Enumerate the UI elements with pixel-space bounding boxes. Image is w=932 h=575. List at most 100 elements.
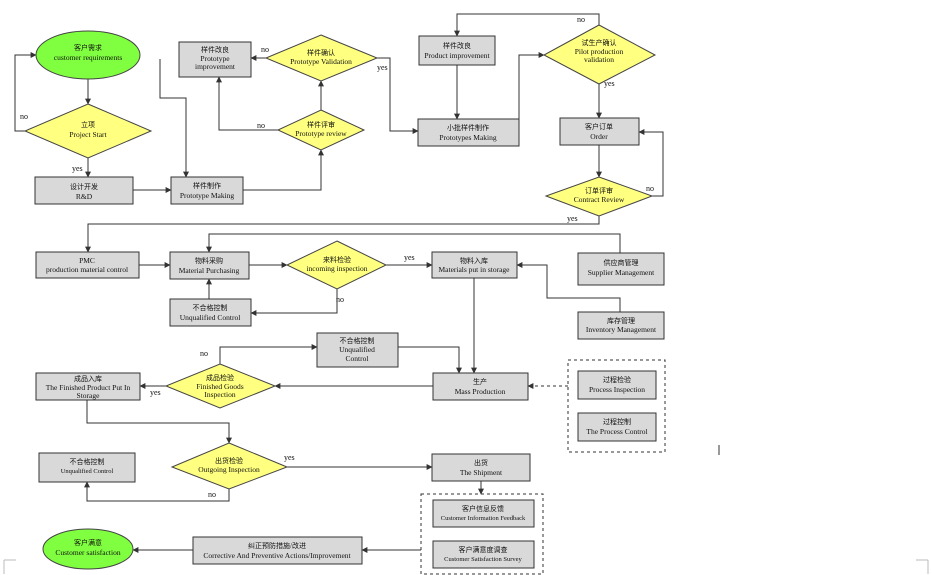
svg-text:出货检验: 出货检验 bbox=[215, 456, 243, 465]
materials-storage-box: 物料入库 Materials put in storage bbox=[431, 251, 518, 279]
svg-text:客户需求: 客户需求 bbox=[74, 43, 102, 52]
svg-text:Inspection: Inspection bbox=[204, 390, 235, 399]
svg-text:Order: Order bbox=[590, 132, 608, 141]
prototype-making-box: 样件制作 Prototype Making bbox=[170, 176, 244, 205]
svg-text:不合格控制: 不合格控制 bbox=[70, 457, 105, 466]
edge-label-yes: yes bbox=[567, 214, 578, 223]
svg-text:过程控制: 过程控制 bbox=[603, 417, 631, 426]
process-group: 过程检验 Process Inspection 过程控制 The Process… bbox=[567, 359, 666, 453]
edge-label-no: no bbox=[261, 45, 269, 54]
svg-text:过程检验: 过程检验 bbox=[603, 375, 631, 384]
pmc-box: PMC production material control bbox=[35, 251, 140, 279]
svg-text:Process Inspection: Process Inspection bbox=[589, 385, 645, 394]
order-box: 客户订单 Order bbox=[559, 117, 640, 146]
svg-text:improvement: improvement bbox=[195, 62, 236, 71]
svg-text:Prototype Validation: Prototype Validation bbox=[290, 57, 352, 66]
svg-text:Prototype: Prototype bbox=[200, 54, 230, 63]
prototype-validation-decision: 样件确认 Prototype Validation bbox=[264, 34, 379, 82]
svg-text:物料采购: 物料采购 bbox=[195, 256, 223, 265]
svg-text:Customer Satisfaction Survey: Customer Satisfaction Survey bbox=[444, 556, 522, 563]
svg-text:客户信息反馈: 客户信息反馈 bbox=[462, 504, 504, 513]
edge-label-yes: yes bbox=[72, 164, 83, 173]
edge-label-no: no bbox=[257, 121, 265, 130]
edge-label-yes: yes bbox=[404, 253, 415, 262]
svg-text:Supplier Management: Supplier Management bbox=[588, 268, 655, 277]
svg-text:立项: 立项 bbox=[81, 120, 95, 129]
edge-label-no: no bbox=[20, 112, 28, 121]
svg-text:客户满意: 客户满意 bbox=[74, 538, 102, 547]
svg-text:PMC: PMC bbox=[79, 256, 95, 265]
svg-text:不合格控制: 不合格控制 bbox=[193, 303, 228, 312]
unqualified-control-box: 不合格控制 Unqualified Control bbox=[38, 452, 136, 483]
svg-text:Outgoing Inspection: Outgoing Inspection bbox=[198, 465, 260, 474]
svg-text:Materials put in storage: Materials put in storage bbox=[438, 265, 510, 274]
svg-text:成品检验: 成品检验 bbox=[206, 373, 234, 382]
svg-text:Unqualified: Unqualified bbox=[339, 345, 375, 354]
svg-text:The Shipment: The Shipment bbox=[460, 468, 503, 477]
svg-text:Inventory Management: Inventory Management bbox=[586, 325, 657, 334]
svg-text:Prototypes Making: Prototypes Making bbox=[439, 133, 497, 142]
svg-text:样件改良: 样件改良 bbox=[443, 41, 471, 50]
svg-text:Pilot production: Pilot production bbox=[575, 47, 624, 56]
rd-box: 设计开发 R&D bbox=[34, 176, 134, 205]
unqualified-control-box: 不合格控制 Unqualified Control bbox=[169, 298, 252, 327]
edge-label-yes: yes bbox=[604, 79, 615, 88]
svg-text:The Finished Product Put In: The Finished Product Put In bbox=[46, 383, 131, 392]
svg-text:validation: validation bbox=[584, 55, 614, 64]
svg-text:Prototype Making: Prototype Making bbox=[180, 191, 235, 200]
svg-text:The Process Control: The Process Control bbox=[586, 427, 647, 436]
satisfaction-survey-box: 客户满意度调查 Customer Satisfaction Survey bbox=[432, 540, 535, 569]
svg-text:Contract Review: Contract Review bbox=[574, 195, 625, 204]
edge-label-no: no bbox=[208, 490, 216, 499]
svg-text:production material control: production material control bbox=[46, 265, 128, 274]
svg-text:客户满意度调查: 客户满意度调查 bbox=[459, 545, 508, 554]
svg-text:设计开发: 设计开发 bbox=[70, 182, 98, 191]
svg-text:生产: 生产 bbox=[473, 377, 487, 386]
svg-text:Corrective And Preventive Acti: Corrective And Preventive Actions/Improv… bbox=[203, 551, 351, 560]
svg-text:Material Purchasing: Material Purchasing bbox=[179, 266, 240, 275]
page-corner-marks bbox=[3, 445, 929, 574]
prototype-improvement-box: 样件改良 Prototype improvement bbox=[178, 41, 252, 78]
svg-text:样件评审: 样件评审 bbox=[307, 120, 335, 129]
svg-text:样件制作: 样件制作 bbox=[193, 181, 221, 190]
edge-label-no: no bbox=[200, 349, 208, 358]
prototype-review-decision: 样件评审 Prototype review bbox=[276, 109, 366, 151]
svg-text:库存管理: 库存管理 bbox=[607, 316, 635, 325]
svg-text:Project Start: Project Start bbox=[69, 130, 107, 139]
contract-review-decision: 订单评审 Contract Review bbox=[544, 176, 654, 217]
outgoing-inspection-decision: 出货检验 Outgoing Inspection bbox=[170, 442, 289, 490]
svg-text:Unqualified Control: Unqualified Control bbox=[61, 468, 114, 475]
finished-goods-inspection-decision: 成品检验 Finished Goods Inspection bbox=[164, 363, 277, 409]
mass-production-box: 生产 Mass Production bbox=[432, 372, 529, 401]
svg-text:小批样件制作: 小批样件制作 bbox=[447, 123, 489, 132]
svg-text:纠正预防措施/改进: 纠正预防措施/改进 bbox=[248, 541, 306, 550]
shipment-box: 出货 The Shipment bbox=[431, 453, 531, 482]
svg-text:客户订单: 客户订单 bbox=[585, 122, 613, 131]
customer-satisfaction-node: 客户满意 Customer satisfaction bbox=[42, 528, 134, 570]
process-control-box: 过程控制 The Process Control bbox=[577, 412, 657, 442]
material-purchasing-box: 物料采购 Material Purchasing bbox=[169, 251, 250, 280]
svg-text:Customer Information Feedback: Customer Information Feedback bbox=[441, 515, 526, 522]
connectors bbox=[14, 13, 664, 553]
svg-text:出货: 出货 bbox=[474, 458, 488, 467]
svg-text:Storage: Storage bbox=[77, 391, 101, 400]
svg-text:customer requirements: customer requirements bbox=[54, 53, 123, 62]
customer-feedback-box: 客户信息反馈 Customer Information Feedback bbox=[432, 499, 535, 528]
svg-text:样件确认: 样件确认 bbox=[307, 48, 335, 57]
inventory-management-box: 库存管理 Inventory Management bbox=[577, 311, 665, 340]
prototypes-making-box: 小批样件制作 Prototypes Making bbox=[417, 118, 520, 147]
svg-text:Control: Control bbox=[346, 354, 369, 363]
edge-label-no: no bbox=[577, 15, 585, 24]
svg-text:Product improvement: Product improvement bbox=[424, 51, 490, 60]
customer-requirements-node: 客户需求 customer requirements bbox=[35, 30, 141, 80]
svg-text:不合格控制: 不合格控制 bbox=[340, 336, 375, 345]
svg-text:Mass Production: Mass Production bbox=[455, 387, 506, 396]
svg-text:Customer satisfaction: Customer satisfaction bbox=[55, 548, 120, 557]
edge-label-no: no bbox=[336, 295, 344, 304]
svg-text:试生产确认: 试生产确认 bbox=[582, 38, 617, 47]
edge-label-no: no bbox=[646, 184, 654, 193]
svg-text:订单评审: 订单评审 bbox=[585, 186, 613, 195]
customer-feedback-group: 客户信息反馈 Customer Information Feedback 客户满… bbox=[420, 493, 544, 575]
project-start-decision: 立项 Project Start bbox=[23, 103, 153, 159]
